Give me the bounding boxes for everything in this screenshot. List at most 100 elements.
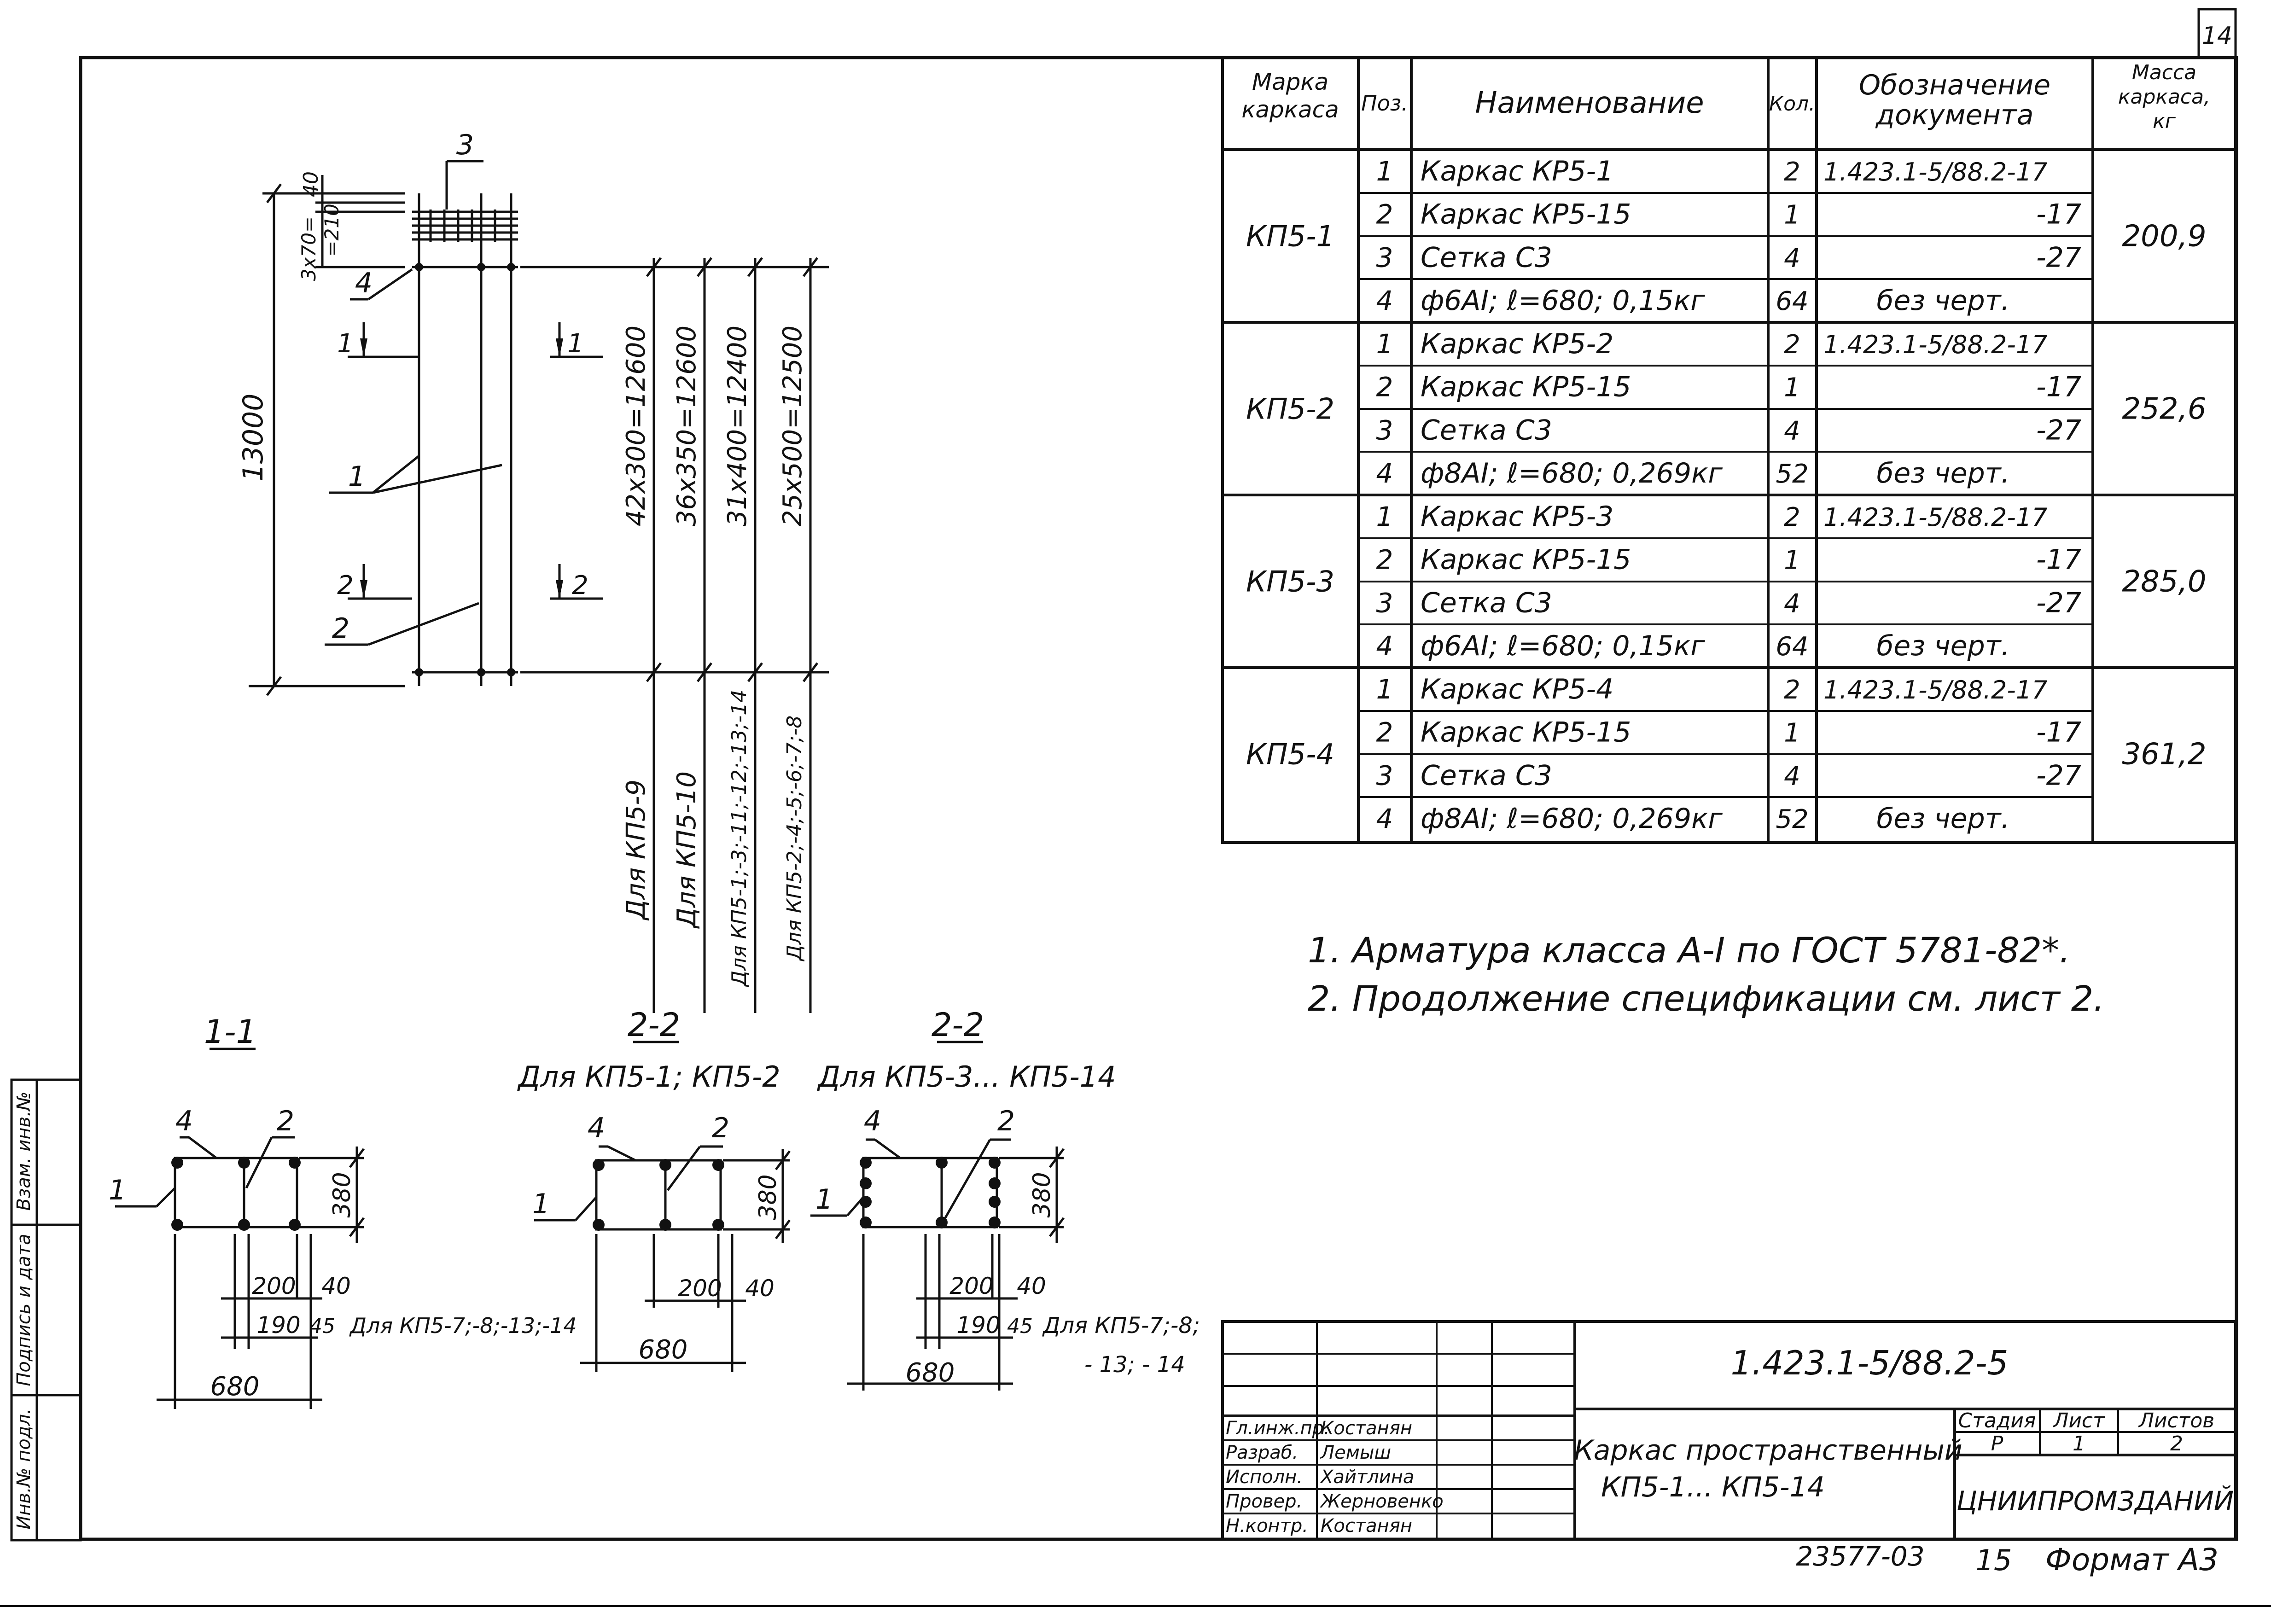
elev-for-4: Для КП5-2;-4;-5;-6;-7;-8	[783, 716, 806, 962]
row-doc: -17	[2036, 371, 2081, 403]
section-2-dim-40: 40	[745, 1275, 774, 1302]
row-qty: 1	[1784, 200, 1800, 230]
header-pos: Поз.	[1361, 91, 1408, 116]
tb-sheet-label: Лист	[2052, 1409, 2105, 1432]
section-1-pos-1: 1	[109, 1174, 126, 1206]
section-1-width: 680	[210, 1372, 260, 1402]
row-name: Каркас КР5-15	[1421, 544, 1631, 576]
row-name: Каркас КР5-4	[1421, 673, 1613, 705]
row-doc: -27	[2036, 587, 2081, 619]
row-name: Каркас КР5-15	[1421, 198, 1631, 231]
row-name: Сетка С3	[1421, 241, 1552, 274]
row-qty: 2	[1784, 502, 1800, 532]
row-doc: -17	[2036, 198, 2081, 231]
stamp-inv: Инв.№ подл.	[13, 1408, 35, 1529]
tb-title-1: Каркас пространственный	[1574, 1434, 1962, 1467]
section-2-dim-200: 200	[678, 1275, 722, 1302]
tb-staff: Гл.инж.пр.КостанянРазраб.ЛемышИсполн.Хай…	[1226, 1418, 1444, 1537]
section-2-pos-4: 4	[588, 1112, 605, 1144]
section-2-pos-2: 2	[712, 1112, 729, 1144]
row-pos: 3	[1376, 414, 1393, 446]
row-qty: 2	[1784, 157, 1800, 187]
elev-dim-2: 36х350=12600	[672, 326, 702, 526]
elev-cut-2-right: 2	[572, 570, 588, 600]
row-doc: -27	[2036, 241, 2081, 274]
elev-pos-4: 4	[355, 267, 373, 299]
row-qty: 1	[1784, 373, 1800, 403]
staff-name: Хайтлина	[1320, 1467, 1414, 1488]
row-pos: 2	[1376, 544, 1393, 576]
section-1-height: 380	[328, 1172, 356, 1217]
group-mass: 361,2	[2122, 738, 2206, 772]
row-pos: 4	[1376, 803, 1393, 834]
group-mass: 285,0	[2122, 565, 2206, 599]
row-qty: 4	[1784, 416, 1800, 446]
elev-for-3: Для КП5-1;-3;-11;-12;-13;-14	[728, 690, 751, 988]
row-qty: 2	[1784, 330, 1800, 360]
row-pos: 4	[1376, 285, 1393, 316]
elev-top-spacing-a: 3х70=	[297, 216, 320, 281]
row-name: ф6АI; ℓ=680; 0,15кг	[1421, 285, 1705, 317]
row-name: Сетка С3	[1421, 414, 1552, 446]
stamp-podpis: Подпись и дата	[13, 1234, 35, 1386]
section-2-width: 680	[639, 1335, 688, 1365]
staff-name: Костанян	[1321, 1418, 1412, 1439]
header-doc-2: документа	[1875, 99, 2033, 131]
section-3-note-b: - 13; - 14	[1084, 1352, 1185, 1378]
row-pos: 1	[1376, 501, 1393, 532]
elev-top-spacing-b: =210	[320, 204, 343, 256]
row-pos: 2	[1376, 717, 1393, 748]
row-name: Каркас КР5-3	[1421, 501, 1613, 533]
row-pos: 2	[1376, 199, 1393, 230]
row-doc: -17	[2036, 716, 2081, 749]
section-3-width: 680	[906, 1358, 955, 1388]
section-3-note-a: Для КП5-7;-8;	[1042, 1313, 1200, 1339]
row-name: Сетка С3	[1421, 759, 1552, 792]
section-1-dim-45: 45	[309, 1315, 335, 1338]
tb-org: ЦНИИПРОМЗДАНИЙ	[1957, 1485, 2234, 1517]
row-qty: 1	[1784, 546, 1800, 576]
elev-for-1: Для КП5-9	[621, 780, 651, 921]
tb-stage: Р	[1991, 1432, 2003, 1455]
row-doc: 1.423.1-5/88.2-17	[1823, 330, 2048, 359]
tb-sheets-label: Листов	[2138, 1409, 2214, 1432]
elev-dim-3: 31х400=12400	[722, 326, 752, 526]
section-2-2-b: 2-2 Для КП5-3... КП5-14	[810, 1006, 1200, 1391]
row-doc: 1.423.1-5/88.2-17	[1823, 675, 2048, 704]
group-mark: КП5-4	[1246, 738, 1334, 771]
header-mark-1: Марка	[1252, 69, 1328, 95]
staff-role: Разраб.	[1226, 1442, 1298, 1463]
elev-cut-2-left: 2	[337, 570, 354, 600]
footer-format: Формат А3	[2045, 1542, 2219, 1577]
group-mark: КП5-2	[1246, 392, 1334, 426]
row-doc: без черт.	[1876, 630, 2009, 662]
row-pos: 3	[1376, 760, 1393, 791]
section-2-2-a: 2-2 Для КП5-1; КП5-2 380 200 40	[517, 1006, 791, 1372]
elevation-view: 13000 40 3х70= =210 3 4 1 2 1 1 2 2 42х3…	[237, 129, 829, 1013]
staff-role: Провер.	[1226, 1491, 1302, 1512]
row-doc: без черт.	[1876, 285, 2009, 317]
stamp-vzam: Взам. инв.№	[13, 1092, 35, 1211]
section-3-dim-45: 45	[1007, 1315, 1033, 1338]
section-1-note: Для КП5-7;-8;-13;-14	[349, 1313, 577, 1338]
section-2-pos-1: 1	[532, 1188, 550, 1220]
elev-cut-1-right: 1	[567, 329, 584, 359]
spec-table: Марка каркаса Поз. Наименование Кол. Обо…	[1221, 56, 2237, 844]
row-doc: без черт.	[1876, 803, 2009, 835]
group-mark: КП5-3	[1246, 565, 1334, 599]
group-mark: КП5-1	[1246, 220, 1334, 253]
elev-cut-1-left: 1	[337, 329, 354, 359]
header-doc-1: Обозначение	[1859, 69, 2050, 101]
staff-name: Лемыш	[1320, 1442, 1391, 1463]
section-3-title: 2-2	[932, 1006, 984, 1044]
row-name: ф8АI; ℓ=680; 0,269кг	[1421, 457, 1723, 489]
row-qty: 64	[1776, 632, 1808, 662]
row-doc: без черт.	[1876, 457, 2009, 489]
row-pos: 2	[1376, 372, 1393, 403]
section-1-pos-2: 2	[277, 1105, 294, 1137]
row-pos: 1	[1376, 156, 1393, 187]
elev-top-40: 40	[299, 171, 323, 197]
row-pos: 4	[1376, 630, 1393, 662]
row-name: ф8АI; ℓ=680; 0,269кг	[1421, 803, 1723, 835]
